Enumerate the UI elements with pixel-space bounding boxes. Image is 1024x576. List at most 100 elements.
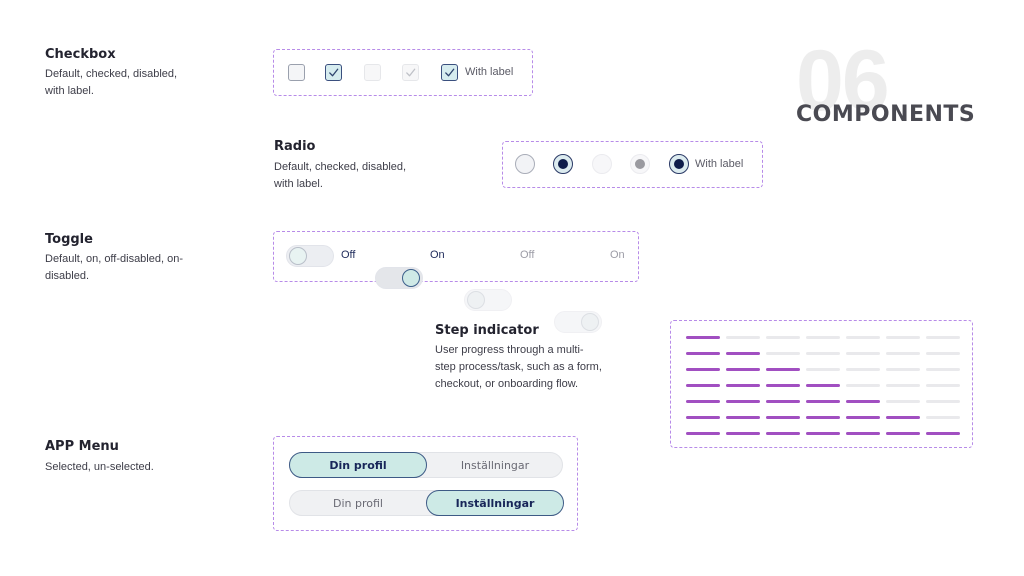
step-segment-complete	[886, 416, 920, 419]
step-segment-complete	[726, 384, 760, 387]
step-segment-pending	[846, 336, 880, 339]
radio-group: With label	[502, 141, 763, 188]
menu-item-installningar[interactable]: Inställningar	[460, 458, 530, 472]
step-segment-complete	[846, 432, 880, 435]
toggle-description: Default, on, off-disabled, on- disabled.	[45, 251, 183, 285]
checkbox-checked[interactable]	[325, 64, 342, 81]
toggle-off-disabled-label: Off	[520, 249, 535, 261]
step-segment-complete	[766, 368, 800, 371]
step-segment-complete	[726, 400, 760, 403]
radio-with-label[interactable]	[669, 154, 689, 174]
menu-item-din-profil[interactable]: Din profil	[289, 452, 427, 478]
checkbox-group: With label	[273, 49, 533, 96]
step-segment-pending	[926, 368, 960, 371]
checkbox-title: Checkbox	[45, 47, 116, 62]
step-segment-pending	[886, 352, 920, 355]
checkbox-description: Default, checked, disabled, with label.	[45, 66, 177, 100]
step-segment-complete	[806, 432, 840, 435]
step-segment-complete	[846, 416, 880, 419]
radio-disabled-checked	[630, 154, 650, 174]
step-segment-complete	[886, 432, 920, 435]
step-segment-complete	[686, 352, 720, 355]
step-segment-complete	[806, 384, 840, 387]
radio-title: Radio	[274, 139, 316, 154]
toggle-off-label: Off	[341, 249, 356, 261]
step-segment-complete	[686, 432, 720, 435]
app-menu-title: APP Menu	[45, 439, 119, 454]
check-icon	[329, 68, 339, 77]
step-segment-complete	[726, 368, 760, 371]
checkbox-label[interactable]: With label	[465, 66, 514, 78]
step-segment-pending	[926, 384, 960, 387]
step-segment-complete	[686, 336, 720, 339]
checkbox-default[interactable]	[288, 64, 305, 81]
step-segment-pending	[766, 352, 800, 355]
app-menu-description: Selected, un-selected.	[45, 461, 154, 473]
step-segment-complete	[686, 368, 720, 371]
toggle-desc-line2: disabled.	[45, 270, 90, 282]
checkbox-desc-line1: Default, checked, disabled,	[45, 68, 178, 80]
step-segment-complete	[686, 416, 720, 419]
step-segment-pending	[886, 336, 920, 339]
radio-checked[interactable]	[553, 154, 573, 174]
step-desc-line1: User progress through a multi-	[435, 344, 584, 356]
toggle-off[interactable]	[286, 245, 334, 267]
section-title: COMPONENTS	[796, 102, 976, 127]
step-segment-complete	[766, 432, 800, 435]
checkbox-with-label[interactable]	[441, 64, 458, 81]
radio-desc-line1: Default, checked, disabled,	[274, 161, 407, 173]
step-segment-pending	[886, 384, 920, 387]
step-segment-complete	[766, 416, 800, 419]
step-segment-complete	[926, 432, 960, 435]
toggle-group: Off On Off On	[273, 231, 639, 333]
step-segment-pending	[806, 352, 840, 355]
step-segment-pending	[766, 336, 800, 339]
radio-default[interactable]	[515, 154, 535, 174]
step-segment-complete	[686, 400, 720, 403]
app-menu-selected-second: Din profil Inställningar	[289, 490, 564, 516]
radio-label[interactable]: With label	[695, 158, 744, 170]
step-desc-line2: step process/task, such as a form,	[435, 361, 602, 373]
step-desc-line3: checkout, or onboarding flow.	[435, 378, 579, 390]
step-indicator-description: User progress through a multi- step proc…	[435, 342, 602, 393]
section-number: 06	[796, 33, 890, 129]
checkbox-desc-line2: with label.	[45, 85, 94, 97]
checkbox-disabled-checked	[402, 64, 419, 81]
toggle-on-label: On	[430, 249, 445, 261]
step-segment-pending	[886, 368, 920, 371]
step-segment-complete	[806, 400, 840, 403]
radio-disabled	[592, 154, 612, 174]
step-indicator-group	[670, 320, 973, 448]
step-segment-pending	[886, 400, 920, 403]
app-menu-selected-first: Din profil Inställningar	[289, 452, 563, 478]
step-segment-pending	[806, 368, 840, 371]
step-segment-pending	[926, 416, 960, 419]
step-segment-pending	[846, 384, 880, 387]
app-menu-group: Din profil Inställningar Din profil Inst…	[273, 436, 578, 531]
step-segment-complete	[766, 400, 800, 403]
step-segment-pending	[846, 352, 880, 355]
checkbox-disabled	[364, 64, 381, 81]
step-segment-complete	[726, 416, 760, 419]
radio-desc-line2: with label.	[274, 178, 323, 190]
step-segment-pending	[926, 352, 960, 355]
step-segment-complete	[686, 384, 720, 387]
step-segment-complete	[726, 352, 760, 355]
step-indicator-title: Step indicator	[435, 323, 539, 338]
step-segment-pending	[926, 336, 960, 339]
toggle-off-disabled	[464, 289, 512, 311]
menu-item-din-profil[interactable]: Din profil	[333, 496, 383, 510]
step-segment-complete	[766, 384, 800, 387]
toggle-on-disabled	[554, 311, 602, 333]
toggle-desc-line1: Default, on, off-disabled, on-	[45, 253, 183, 265]
menu-item-installningar[interactable]: Inställningar	[426, 490, 564, 516]
toggle-on[interactable]	[375, 267, 423, 289]
step-segment-complete	[846, 400, 880, 403]
radio-description: Default, checked, disabled, with label.	[274, 159, 406, 193]
step-segment-pending	[926, 400, 960, 403]
check-icon	[445, 68, 455, 77]
step-segment-pending	[726, 336, 760, 339]
toggle-title: Toggle	[45, 232, 93, 247]
step-segment-pending	[846, 368, 880, 371]
step-segment-complete	[726, 432, 760, 435]
